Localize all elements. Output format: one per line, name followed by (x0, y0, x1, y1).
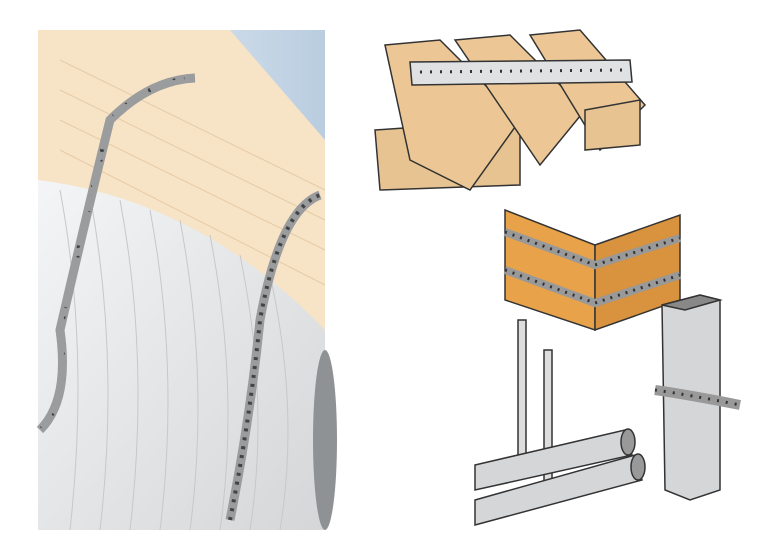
pipe-and-beam-scene (36, 30, 337, 531)
strap-right (225, 190, 322, 521)
post-strap (654, 385, 741, 410)
corner-frame-scene (503, 208, 682, 332)
timber-logs-scene (374, 29, 647, 191)
pipe-lower (474, 454, 643, 526)
square-post-scene (654, 294, 741, 501)
hanging-pipes-scene (474, 319, 646, 526)
round-duct (38, 180, 325, 530)
pipe-upper (474, 429, 633, 491)
